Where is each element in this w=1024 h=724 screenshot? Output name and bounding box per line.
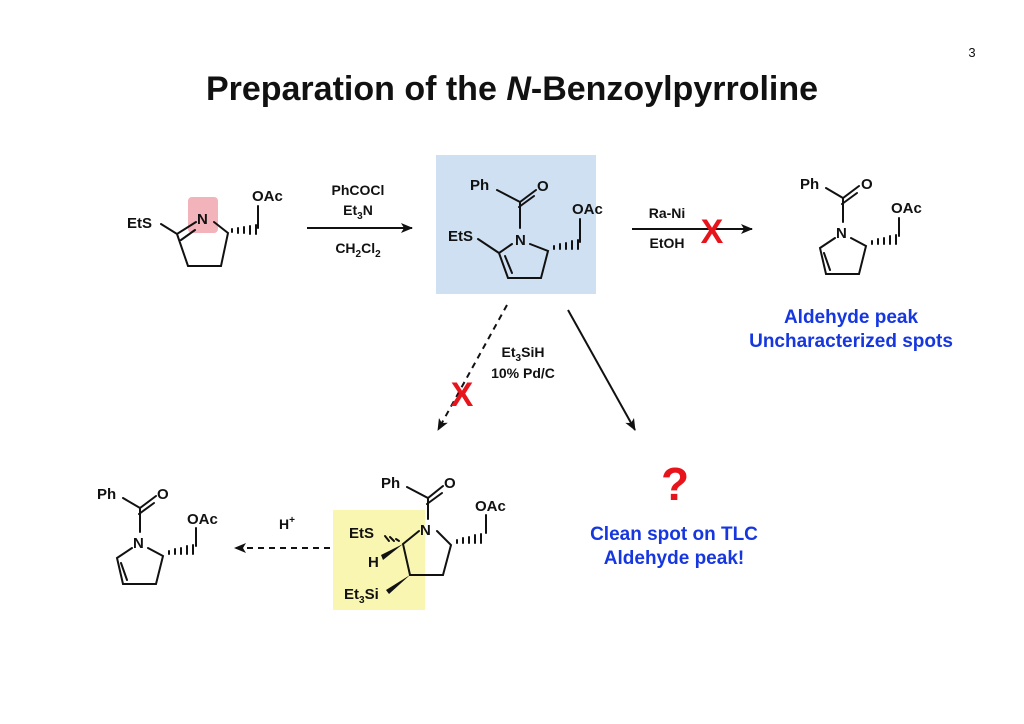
- imine-highlight: [188, 197, 218, 233]
- reagent-ra-ni: Ra-Ni: [649, 205, 686, 221]
- reagent-et3sih: Et3SiH: [502, 344, 545, 364]
- note-uncharacterized-spots: Uncharacterized spots: [749, 331, 953, 352]
- silyl-intermediate: Ph O N OAc EtS H Et3Si: [333, 475, 506, 610]
- ets-label: EtS: [127, 215, 152, 232]
- failed-x-icon: X: [701, 213, 724, 251]
- ph-label: Ph: [470, 177, 489, 194]
- reagent-phcocl: PhCOCl: [332, 182, 385, 198]
- desired-pyrroline-right: Ph O N OAc: [800, 176, 922, 275]
- oxygen-label: O: [861, 176, 873, 193]
- ph-label: Ph: [800, 176, 819, 193]
- nitrogen-label: N: [197, 211, 208, 228]
- oac-label: OAc: [252, 188, 283, 205]
- note-clean-spot: Clean spot on TLC: [590, 524, 758, 545]
- ets-label: EtS: [448, 228, 473, 245]
- oac-label: OAc: [572, 201, 603, 218]
- nitrogen-label: N: [420, 522, 431, 539]
- et3si-label: Et3Si: [344, 586, 379, 606]
- product-highlight: [436, 155, 596, 294]
- reagent-acid: H+: [279, 515, 295, 532]
- oac-label: OAc: [475, 498, 506, 515]
- intermediate-highlight: [333, 510, 425, 610]
- oac-label: OAc: [187, 511, 218, 528]
- oxygen-label: O: [444, 475, 456, 492]
- reagent-pd-c: 10% Pd/C: [491, 365, 555, 381]
- oac-label: OAc: [891, 200, 922, 217]
- wedge-bond: [386, 575, 410, 594]
- note-aldehyde-peak-2: Aldehyde peak!: [604, 548, 744, 569]
- ph-label: Ph: [381, 475, 400, 492]
- question-mark-icon: ?: [661, 458, 689, 510]
- failed-x-icon: X: [451, 376, 474, 414]
- page-number: 3: [968, 45, 975, 60]
- ets-label: EtS: [349, 525, 374, 542]
- oxygen-label: O: [537, 178, 549, 195]
- page-title: Preparation of the N-Benzoylpyrroline: [206, 70, 818, 108]
- desired-pyrroline-left: Ph O N OAc: [97, 486, 218, 585]
- n-benzoyl-thioenamine: Ph O N EtS OAc: [436, 155, 603, 294]
- reagent-et3n: Et3N: [343, 202, 373, 222]
- nitrogen-label: N: [133, 535, 144, 552]
- ph-label: Ph: [97, 486, 116, 503]
- note-aldehyde-peak: Aldehyde peak: [784, 307, 919, 328]
- nitrogen-label: N: [836, 225, 847, 242]
- oxygen-label: O: [157, 486, 169, 503]
- solvent-ch2cl2: CH2Cl2: [335, 240, 381, 260]
- wedge-bond: [381, 544, 403, 560]
- nitrogen-label: N: [515, 232, 526, 249]
- reagent-etoh: EtOH: [650, 235, 685, 251]
- starting-thioimidate: EtS N OAc: [127, 188, 283, 267]
- h-label: H: [368, 554, 379, 571]
- dashed-arrow-hydrosilylation: [437, 304, 508, 431]
- reaction-arrow-actual: [567, 309, 636, 431]
